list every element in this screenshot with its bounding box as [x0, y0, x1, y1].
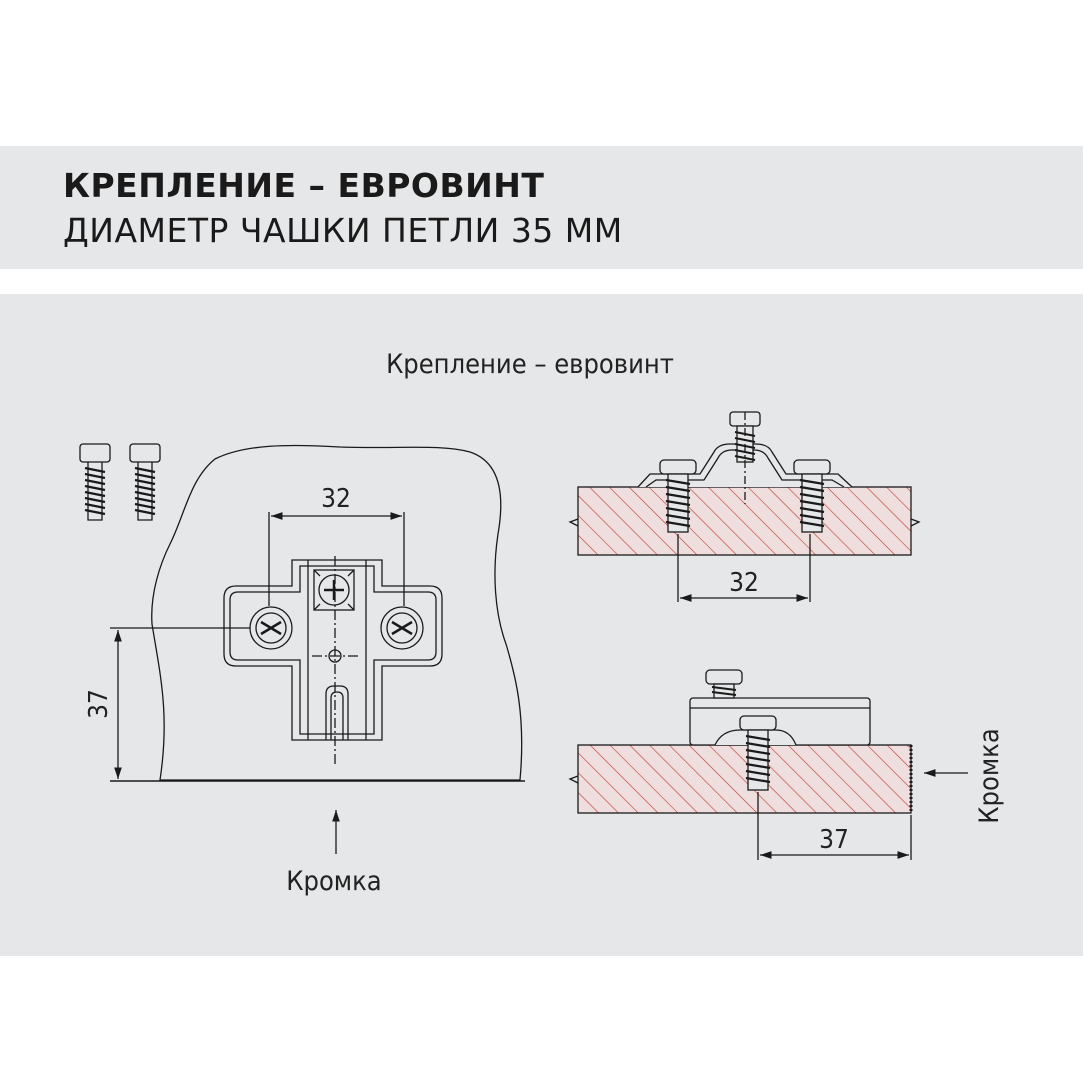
panel-outline — [151, 444, 523, 781]
side-bottom-edge-distance-label: 37 — [819, 825, 849, 855]
front-edge-distance-label: 37 — [84, 689, 114, 719]
side-top-spacing-label: 32 — [729, 568, 759, 598]
euro-screw-icon-1 — [79, 443, 111, 521]
side-view-top — [568, 411, 921, 602]
front-spacing-label: 32 — [321, 484, 351, 514]
front-view — [110, 444, 525, 854]
adjust-screw-icon — [313, 569, 355, 611]
header-band — [0, 146, 1083, 269]
mounting-diagram: Крепление – евровинт — [79, 349, 1005, 897]
euro-screw-icon-2 — [129, 443, 161, 521]
side-bottom-edge-label: Кромка — [974, 728, 1005, 823]
diagram-caption: Крепление – евровинт — [386, 349, 674, 380]
diagram-panel: Крепление – евровинт — [0, 294, 1083, 956]
front-edge-label: Кромка — [286, 866, 381, 897]
left-screw-icon — [249, 606, 293, 650]
board-bottom — [577, 744, 912, 814]
page-subtitle: ДИАМЕТР ЧАШКИ ПЕТЛИ 35 ММ — [63, 211, 623, 250]
page-title: КРЕПЛЕНИЕ – ЕВРОВИНТ — [63, 166, 545, 205]
right-screw-icon — [380, 606, 424, 650]
side-view-bottom — [568, 669, 968, 860]
